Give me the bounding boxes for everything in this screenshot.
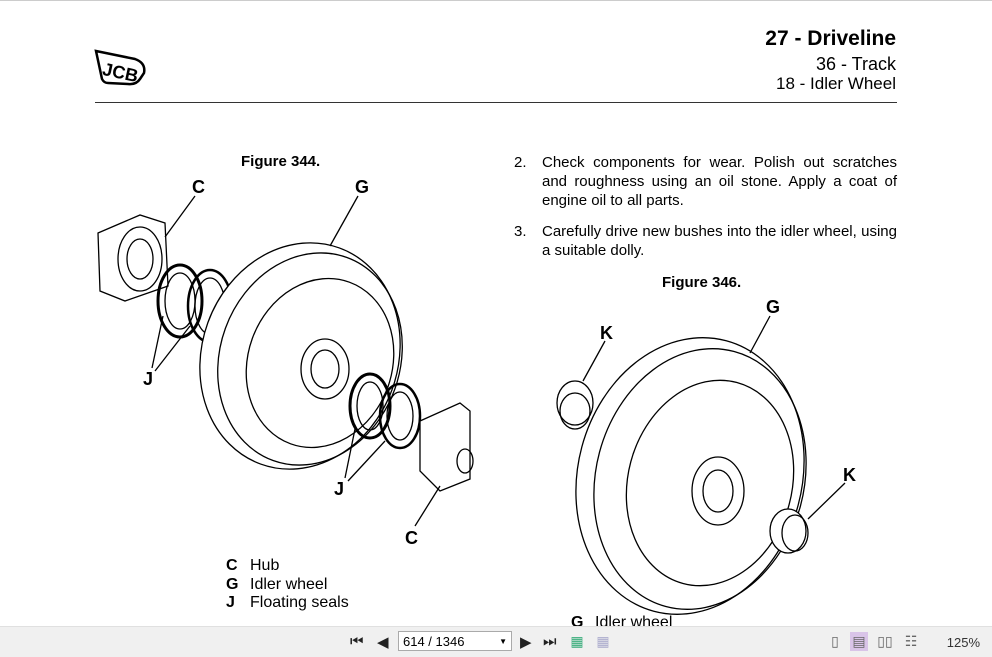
drawings: JCB C G J J C K G K [94, 49, 856, 615]
two-page-continuous-view-icon[interactable]: ☷ [904, 633, 918, 649]
subsection-title: 36 - Track [815, 54, 896, 74]
single-page-view-icon[interactable]: ▯ [831, 633, 839, 649]
header-divider [95, 102, 897, 103]
callout-c: C [192, 177, 205, 197]
pdf-toolbar: ⏮ ◀ 614 / 1346▼ ▶ ⏭ ▦ ▦ ▯ ▤ ▯▯ ☷ 125% [0, 626, 992, 657]
figure-346-title: Figure 346. [662, 274, 742, 291]
callout-j: J [143, 369, 153, 389]
go-to-next-view-icon[interactable]: ▦ [596, 633, 610, 649]
step-3: 3.Carefully drive new bushes into the id… [514, 223, 897, 259]
jcb-logo: JCB [94, 49, 146, 86]
figure-346-drawing [556, 315, 846, 615]
callout-k: K [843, 465, 856, 485]
callout-j: J [334, 479, 344, 499]
pdf-page: JCB C G J J C K G K 27 - Driveline 36 - … [0, 0, 992, 627]
step-2: 2.Check components for wear. Polish out … [514, 154, 897, 209]
previous-page-button[interactable]: ◀ [377, 634, 389, 651]
two-page-view-icon[interactable]: ▯▯ [877, 633, 893, 649]
section-title: 27 - Driveline [765, 27, 896, 50]
callout-c: C [405, 528, 418, 548]
chevron-down-icon: ▼ [499, 637, 507, 646]
figure-344-title: Figure 344. [241, 153, 321, 170]
callout-labels: C G J J C K G K [143, 177, 856, 548]
topic-title: 18 - Idler Wheel [776, 74, 896, 93]
page-number-select[interactable]: 614 / 1346▼ [398, 631, 512, 651]
first-page-button[interactable]: ⏮ [350, 633, 364, 650]
callout-g: G [355, 177, 369, 197]
last-page-button[interactable]: ⏭ [543, 633, 557, 650]
callout-k: K [600, 323, 613, 343]
go-to-previous-view-icon[interactable]: ▦ [570, 633, 584, 649]
figure-344-drawing [97, 195, 474, 527]
next-page-button[interactable]: ▶ [520, 634, 532, 651]
callout-g: G [766, 297, 780, 317]
continuous-view-icon[interactable]: ▤ [850, 632, 868, 651]
zoom-level[interactable]: 125% [946, 635, 980, 650]
